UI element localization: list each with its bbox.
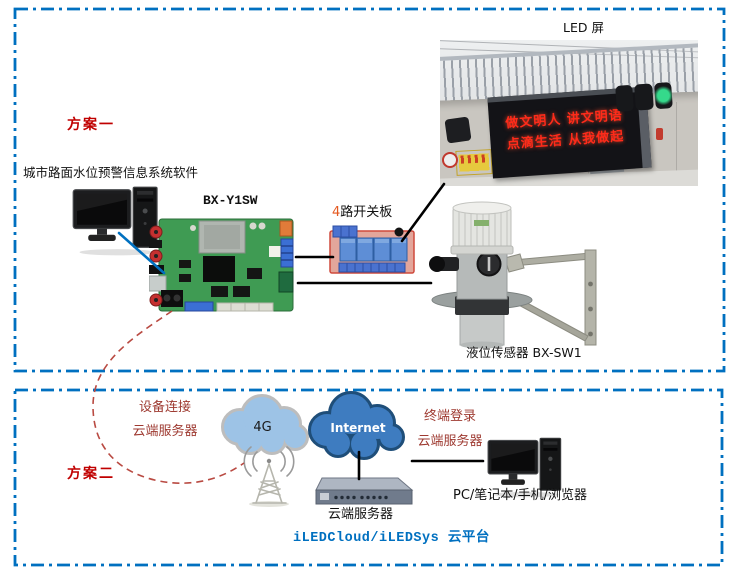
led-screen-photo: 做文明人 讲文明语 点滴生活 从我做起 [440, 40, 698, 186]
led-screen-label: LED 屏 [563, 20, 604, 35]
traffic-light-icon [615, 82, 673, 112]
wall-joint [676, 102, 677, 172]
controller-board-icon [149, 218, 294, 312]
yellow-sign [455, 149, 493, 176]
antenna-icon [243, 446, 295, 507]
level-sensor-icon [429, 201, 597, 349]
cloud-internet-label: Internet [330, 421, 386, 435]
relay-label-text: 路开关板 [340, 205, 393, 220]
round-sign [442, 152, 458, 168]
device-link-note-line2: 云端服务器 [132, 424, 198, 439]
cloud-4g-label: 4G [253, 420, 272, 435]
client-devices-label: PC/笔记本/手机/浏览器 [453, 488, 588, 503]
device-link-note-line1: 设备连接 [138, 400, 191, 415]
terminal-login-note-line2: 云端服务器 [417, 434, 483, 449]
cloud-server-icon [315, 477, 414, 505]
plan2-title: 方案二 [67, 466, 115, 482]
controller-to-4g-dashed-curve [92, 310, 245, 484]
platform-label: iLEDCloud/iLEDSys 云平台 [293, 531, 490, 546]
relay-board-icon [329, 225, 415, 274]
signal-back-icon [444, 116, 472, 144]
controller-label: BX-Y1SW [203, 193, 258, 208]
sensor-body [429, 201, 533, 349]
cloud-server-label: 云端服务器 [328, 507, 394, 522]
plan1-title: 方案一 [67, 117, 115, 133]
terminal-login-note-line1: 终端登录 [423, 409, 476, 424]
relay-board-label: 4路开关板 [332, 205, 392, 221]
software-label: 城市路面水位预警信息系统软件 [23, 165, 199, 180]
sensor-label: 液位传感器 BX-SW1 [466, 345, 582, 360]
hydrant-icon [656, 128, 663, 140]
